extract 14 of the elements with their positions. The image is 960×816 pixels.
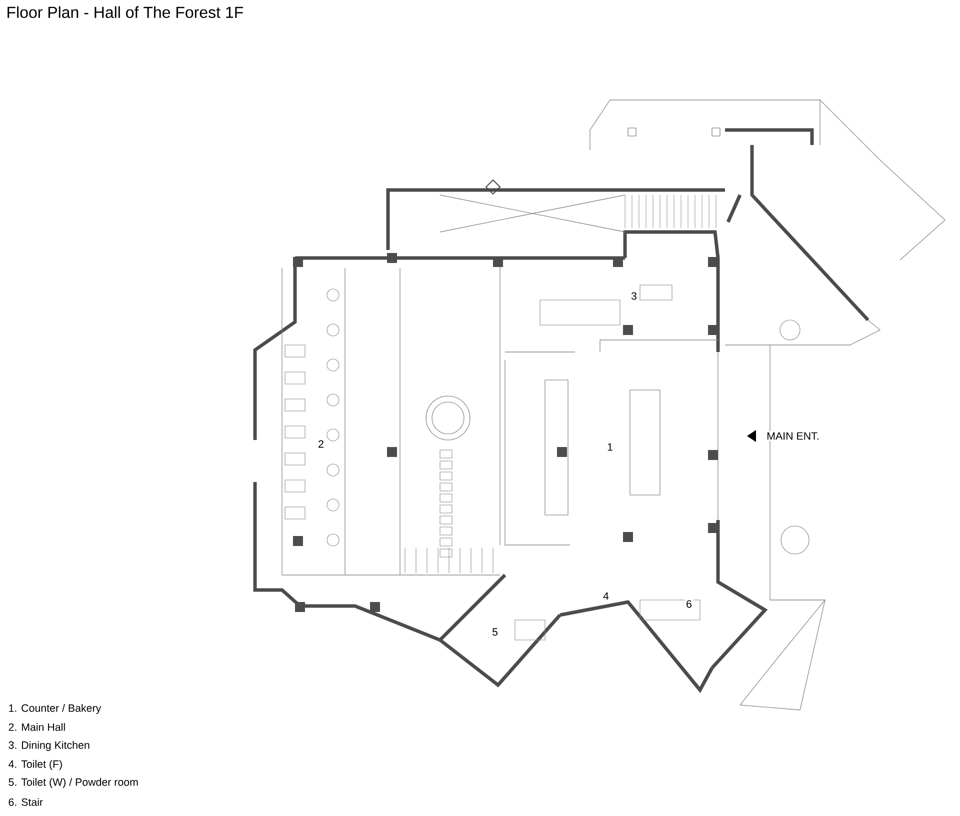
legend-item: 3. Dining Kitchen [8, 741, 90, 751]
legend-item: 1. Counter / Bakery [9, 704, 102, 714]
room-number: 6 [684, 598, 694, 610]
room-number: 1 [606, 442, 614, 452]
room-number: 2 [316, 438, 326, 450]
legend-item: 6. Stair [8, 798, 43, 806]
legend-item: 4. Toilet (F) [8, 760, 62, 770]
entrance-label: MAIN ENT. [765, 431, 821, 441]
room-number: 3 [630, 290, 638, 302]
room-number: 4 [602, 591, 610, 601]
legend-item: 5. Toilet (W) / Powder room [8, 778, 138, 788]
legend-item: 2. Main Hall [8, 723, 65, 731]
title: Floor Plan - Hall of The Forest 1F [8, 6, 243, 18]
room-number: 5 [490, 626, 500, 638]
